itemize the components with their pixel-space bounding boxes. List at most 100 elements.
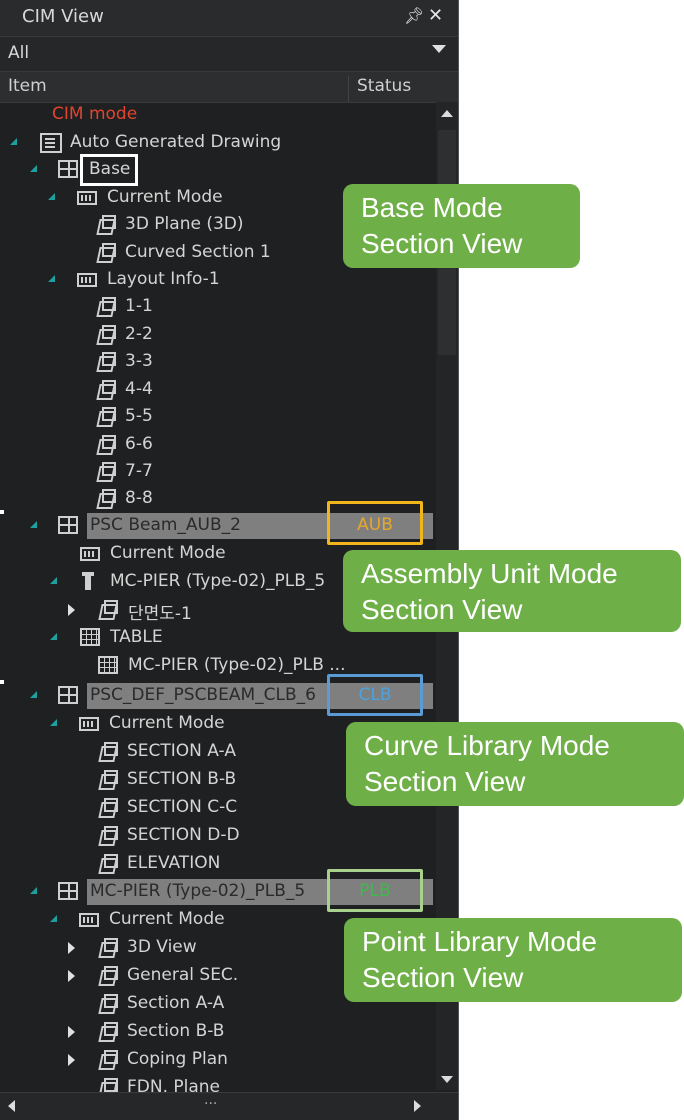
tree-row-curved-section[interactable]: Curved Section 1 bbox=[0, 240, 433, 266]
status-clb: CLB bbox=[358, 685, 392, 705]
status-aub: AUB bbox=[357, 515, 393, 535]
filter-value: All bbox=[8, 43, 30, 63]
clb-item-label: ELEVATION bbox=[127, 853, 221, 873]
psc-def-label: PSC_DEF_PSCBEAM_CLB_6 bbox=[90, 685, 316, 705]
section-view-icon bbox=[96, 325, 116, 343]
tree-row-layout-item[interactable]: 6-6 bbox=[0, 432, 433, 458]
tree-row-layout-item[interactable]: 2-2 bbox=[0, 322, 433, 348]
scroll-down-icon[interactable] bbox=[441, 1076, 453, 1083]
tree-row-plb-item[interactable]: General SEC. bbox=[0, 963, 433, 989]
layout-item-label: 6-6 bbox=[125, 434, 153, 454]
expand-open-icon[interactable] bbox=[50, 633, 57, 640]
filter-dropdown[interactable]: All bbox=[0, 37, 458, 72]
panel-title: CIM View bbox=[22, 6, 104, 27]
plb-item-label: 3D View bbox=[127, 937, 197, 957]
cim-mode-label: CIM mode bbox=[52, 104, 138, 124]
section-view-icon bbox=[96, 407, 116, 425]
expand-closed-icon[interactable] bbox=[68, 1026, 75, 1038]
horizontal-scrollbar[interactable] bbox=[0, 1092, 458, 1120]
layout-item-label: 5-5 bbox=[125, 406, 153, 426]
tree-row-mc-pier[interactable]: MC-PIER (Type-02)_PLB_5 PLB bbox=[0, 879, 433, 905]
scroll-up-icon[interactable] bbox=[441, 110, 453, 117]
tree-row-layout-item[interactable]: 8-8 bbox=[0, 486, 433, 512]
table-icon bbox=[58, 160, 78, 178]
expand-open-icon[interactable] bbox=[48, 275, 55, 282]
expand-closed-icon[interactable] bbox=[68, 942, 75, 954]
tree-row-base[interactable]: Base bbox=[0, 157, 433, 183]
callout-line: Assembly Unit Mode bbox=[361, 558, 618, 589]
tree-row-layout-item[interactable]: 3-3 bbox=[0, 349, 433, 375]
tree-row-psc-beam[interactable]: PSC Beam_AUB_2 AUB bbox=[0, 513, 433, 539]
expand-open-icon[interactable] bbox=[30, 691, 37, 698]
callout-line: Section View bbox=[364, 766, 526, 797]
callout-line: Section View bbox=[362, 962, 524, 993]
plb-status-box bbox=[327, 869, 423, 912]
expand-open-icon[interactable] bbox=[30, 887, 37, 894]
scroll-left-icon[interactable] bbox=[8, 1100, 15, 1112]
column-status-header[interactable]: Status bbox=[348, 76, 411, 102]
expand-open-icon[interactable] bbox=[30, 521, 37, 528]
fragment-gap bbox=[0, 510, 4, 514]
tree-row-psc-def[interactable]: PSC_DEF_PSCBEAM_CLB_6 CLB bbox=[0, 683, 433, 709]
tree-row-plb-current-mode[interactable]: Current Mode bbox=[0, 907, 433, 933]
plb-item-label: Section A-A bbox=[127, 993, 225, 1013]
expand-closed-icon[interactable] bbox=[68, 604, 75, 616]
tree-row-clb-item[interactable]: SECTION C-C bbox=[0, 795, 433, 821]
close-icon[interactable]: ✕ bbox=[428, 5, 444, 26]
tree-row-layout-item[interactable]: 4-4 bbox=[0, 377, 433, 403]
scroll-right-icon[interactable] bbox=[414, 1100, 421, 1112]
grip-icon[interactable]: ··· bbox=[204, 1096, 218, 1112]
expand-closed-icon[interactable] bbox=[68, 970, 75, 982]
tree-row-clb-item[interactable]: SECTION A-A bbox=[0, 739, 433, 765]
dwg-icon bbox=[79, 913, 99, 927]
expand-open-icon[interactable] bbox=[50, 577, 57, 584]
column-item-header[interactable]: Item bbox=[8, 76, 47, 96]
tree-row-table[interactable]: TABLE bbox=[0, 625, 433, 651]
tree-row-3d-plane[interactable]: 3D Plane (3D) bbox=[0, 212, 433, 238]
expand-open-icon[interactable] bbox=[10, 138, 17, 145]
current-mode-label: Current Mode bbox=[109, 909, 225, 929]
tree-row-cim-mode[interactable]: CIM mode bbox=[0, 102, 433, 128]
tree-row-aub-current-mode[interactable]: Current Mode bbox=[0, 541, 433, 567]
column-header: Item Status bbox=[0, 72, 458, 103]
row-highlight bbox=[87, 683, 433, 709]
tree-row-layout-info[interactable]: Layout Info-1 bbox=[0, 267, 433, 293]
tree-row-auto-generated[interactable]: Auto Generated Drawing bbox=[0, 130, 433, 156]
fragment-gap bbox=[0, 680, 4, 684]
tree-row-clb-item[interactable]: SECTION B-B bbox=[0, 767, 433, 793]
expand-closed-icon[interactable] bbox=[68, 1054, 75, 1066]
dwg-icon bbox=[79, 717, 99, 731]
tree-row-clb-item[interactable]: ELEVATION bbox=[0, 851, 433, 877]
clb-status-box bbox=[327, 674, 423, 716]
tree-row-layout-item[interactable]: 1-1 bbox=[0, 294, 433, 320]
tree-row-clb-item[interactable]: SECTION D-D bbox=[0, 823, 433, 849]
plb-item-label: Coping Plan bbox=[127, 1049, 228, 1069]
chevron-down-icon[interactable] bbox=[432, 45, 446, 53]
expand-open-icon[interactable] bbox=[30, 165, 37, 172]
expand-open-icon[interactable] bbox=[50, 915, 57, 922]
callout-curve-library-mode: Curve Library Mode Section View bbox=[346, 722, 684, 806]
tree-row-layout-item[interactable]: 7-7 bbox=[0, 459, 433, 485]
tree-row-clb-current-mode[interactable]: Current Mode bbox=[0, 711, 433, 737]
tree-row-plb-item[interactable]: Section B-B bbox=[0, 1019, 433, 1045]
tree-row-mc-pier-plb[interactable]: MC-PIER (Type-02)_PLB_5 bbox=[0, 569, 433, 595]
pin-icon[interactable]: 📌︎ bbox=[404, 6, 425, 25]
tree-row-layout-item[interactable]: 5-5 bbox=[0, 404, 433, 430]
section-view-icon bbox=[96, 243, 116, 261]
status-plb: PLB bbox=[359, 881, 391, 901]
pier-icon bbox=[80, 572, 98, 592]
tree-row-plb-item[interactable]: Section A-A bbox=[0, 991, 433, 1017]
tree-row-plb-item[interactable]: Coping Plan bbox=[0, 1047, 433, 1073]
callout-point-library-mode: Point Library Mode Section View bbox=[344, 918, 682, 1002]
tree-row-table-item[interactable]: MC-PIER (Type-02)_PLB ... bbox=[0, 653, 433, 679]
dwg-icon bbox=[77, 191, 97, 205]
section-view-icon bbox=[98, 742, 118, 760]
tree-row-base-current-mode[interactable]: Current Mode bbox=[0, 185, 433, 211]
dwg-icon bbox=[77, 273, 97, 287]
table-icon bbox=[58, 882, 78, 900]
tree-row-plb-item[interactable]: 3D View bbox=[0, 935, 433, 961]
tree-row-section-kr[interactable]: 단면도-1 bbox=[0, 597, 433, 624]
expand-open-icon[interactable] bbox=[50, 719, 57, 726]
callout-base-mode: Base Mode Section View bbox=[343, 184, 580, 268]
expand-open-icon[interactable] bbox=[48, 193, 55, 200]
